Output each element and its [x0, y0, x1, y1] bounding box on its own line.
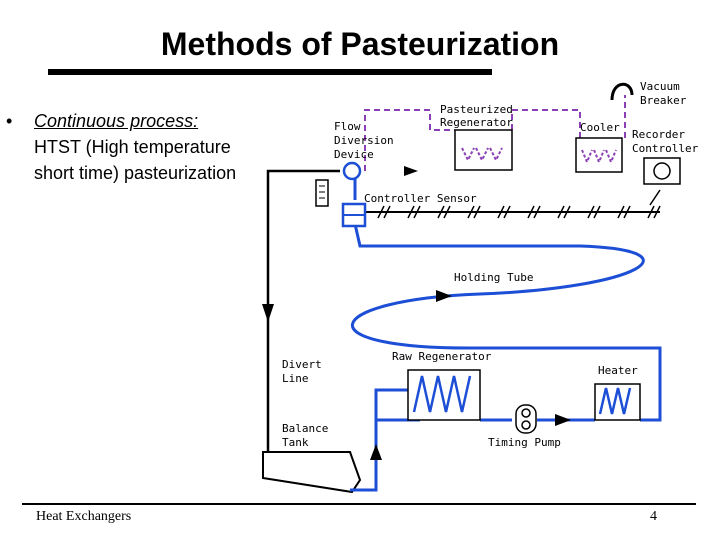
label-vacuum-breaker-1: Vacuum — [640, 80, 680, 93]
label-recorder-2: Controller — [632, 142, 699, 155]
cooler-line — [511, 109, 581, 138]
timing-pump — [515, 404, 537, 434]
bullet-marker: • — [6, 111, 13, 131]
pump-rotor-bottom — [521, 420, 531, 430]
bullet-heading: Continuous process: — [34, 111, 199, 131]
pasteurized-regenerator — [454, 129, 513, 171]
label-flow-diversion-3: Device — [334, 148, 374, 161]
label-recorder-1: Recorder — [632, 128, 685, 141]
label-timing-pump: Timing Pump — [488, 436, 561, 449]
label-balance-tank-1: Balance — [282, 422, 328, 435]
label-flow-diversion-1: Flow — [334, 120, 361, 133]
footer-text: Heat Exchangers — [36, 509, 132, 524]
raw-regenerator — [407, 369, 481, 421]
title-underline — [48, 69, 492, 75]
label-pasteurized-regen-2: Regenerator — [440, 116, 513, 129]
label-holding-tube: Holding Tube — [454, 271, 533, 284]
product-arrow-up — [370, 444, 382, 460]
product-arrow-right — [555, 414, 571, 426]
holding-tube-arrow — [436, 290, 452, 302]
divert-arrow — [262, 304, 274, 322]
label-divert-line-1: Divert — [282, 358, 322, 371]
label-flow-diversion-2: Diversion — [334, 134, 394, 147]
sensor-cable-hatch — [377, 205, 661, 219]
footer-rule — [22, 503, 696, 505]
slide-title: Methods of Pasteurization — [160, 26, 560, 62]
regen-pattern — [461, 147, 503, 163]
thermometer-marks — [319, 185, 325, 199]
label-heater: Heater — [598, 364, 638, 377]
balance-tank — [262, 451, 362, 494]
raw-regen-coil — [412, 375, 472, 413]
divert-line — [266, 169, 340, 470]
bullet-body: HTST (High temperature short time) paste… — [34, 137, 237, 183]
vacuum-breaker-hook — [610, 82, 634, 101]
cooler-pattern — [581, 149, 617, 165]
page-number: 4 — [650, 509, 657, 524]
flow-arrow-right — [404, 166, 418, 176]
recorder-controller — [643, 157, 681, 185]
thermometer-icon — [315, 179, 329, 207]
cooler-unit — [575, 137, 623, 173]
recorder-dial-icon — [653, 162, 671, 180]
heater-coil — [598, 387, 632, 415]
label-vacuum-breaker-2: Breaker — [640, 94, 687, 107]
label-cooler: Cooler — [580, 121, 620, 134]
flow-diversion-valve — [342, 161, 362, 181]
recorder-sensor-line — [649, 189, 661, 206]
vacuum-line — [355, 109, 455, 172]
label-controller-sensor: Controller Sensor — [364, 192, 477, 205]
label-pasteurized-regen-1: Pasteurized — [440, 103, 513, 116]
label-raw-regenerator: Raw Regenerator — [392, 350, 492, 363]
pump-rotor-top — [521, 408, 531, 418]
bullet-item: • Continuous process: HTST (High tempera… — [6, 108, 256, 186]
label-divert-line-2: Line — [282, 372, 309, 385]
label-balance-tank-2: Tank — [282, 436, 309, 449]
